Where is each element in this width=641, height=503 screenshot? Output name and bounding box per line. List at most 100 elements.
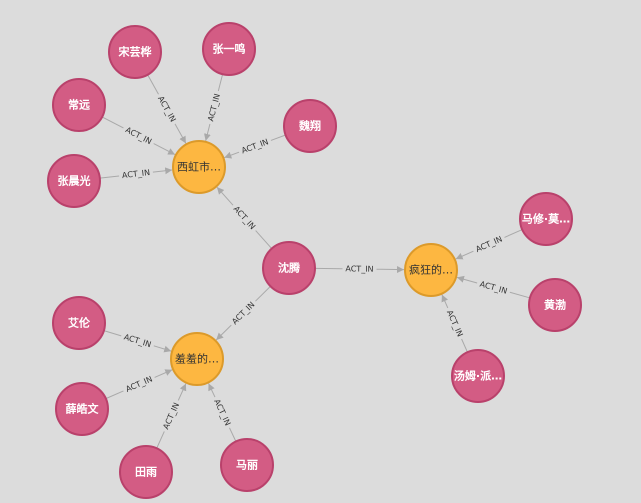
person-node-huangbo[interactable]: 黄渤 [528,278,582,332]
relationship-arrow [174,123,187,144]
relationship-label: ACT_IN [124,374,153,393]
node-circle [170,332,224,386]
node-circle [172,140,226,194]
node-circle [52,78,106,132]
relationship-arrow [154,369,173,378]
node-label: 常远 [68,98,90,112]
node-label: 田雨 [135,466,157,479]
relationship-shenteng-xiuxiu[interactable]: ACT_IN [215,285,271,341]
relationship-line [217,74,224,92]
node-label: 汤姆·派… [454,369,502,383]
node-label: 薛皓文 [66,402,100,416]
relationship-label: ACT_IN [230,300,256,326]
person-node-tangmu[interactable]: 汤姆·派… [451,349,505,403]
relationship-arrow [153,143,176,156]
relationship-label: ACT_IN [161,401,181,430]
person-node-changyuan[interactable]: 常远 [52,78,106,132]
relationship-label: ACT_IN [474,234,503,254]
movie-node-xihongshi[interactable]: 西虹市… [172,140,226,194]
node-circle [451,349,505,403]
relationship-zhangyiming-xihongshi[interactable]: ACT_IN [203,74,224,141]
node-circle [119,445,173,499]
relationship-label: ACT_IN [232,204,257,231]
person-node-maxiu[interactable]: 马修·莫… [519,192,573,246]
relationship-label: ACT_IN [240,137,270,155]
relationship-line [255,285,271,302]
relationship-arrow [215,324,232,341]
node-label: 马修·莫… [522,212,570,226]
relationship-line [255,230,273,249]
node-circle [220,438,274,492]
person-node-shenteng[interactable]: 沈腾 [262,241,316,295]
relationship-line [101,116,124,129]
relationship-label: ACT_IN [479,279,509,295]
relationship-label: ACT_IN [212,398,232,427]
relationship-line [99,175,120,179]
relationship-line [229,427,237,442]
person-node-tianyu[interactable]: 田雨 [119,445,173,499]
node-circle [108,25,162,79]
node-circle [55,382,109,436]
relationship-maxiu-fengkuang[interactable]: ACT_IN [455,229,523,260]
relationship-label: ACT_IN [445,309,465,338]
relationship-arrow [455,250,474,260]
person-node-songyunhua[interactable]: 宋芸桦 [108,25,162,79]
relationship-xuehaowen-xiuxiu[interactable]: ACT_IN [105,369,173,400]
relationship-zhangchenguang-xihongshi[interactable]: ACT_IN [99,167,173,180]
relationship-label: ACT_IN [123,332,153,349]
relationship-arrow [208,383,216,398]
node-circle [202,22,256,76]
node-circle [528,278,582,332]
person-node-zhangyiming[interactable]: 张一鸣 [202,22,256,76]
relationship-label: ACT_IN [206,93,222,123]
relationship-arrow [177,383,187,401]
relationship-label: ACT_IN [156,95,178,124]
node-label: 沈腾 [278,261,301,275]
person-node-zhangchenguang[interactable]: 张晨光 [47,154,101,208]
relationship-line [103,330,122,337]
relationship-line [509,291,531,299]
relationship-line [105,390,124,400]
movie-node-fengkuang[interactable]: 疯狂的… [404,243,458,297]
movie-node-xiuxiu[interactable]: 羞羞的… [170,332,224,386]
relationship-changyuan-xihongshi[interactable]: ACT_IN [101,116,176,156]
node-circle [52,296,106,350]
node-label: 魏翔 [298,119,321,133]
relationship-line [147,74,159,95]
relationship-line [461,338,468,353]
relationship-huangbo-fengkuang[interactable]: ACT_IN [456,275,531,299]
node-label: 张晨光 [58,174,91,188]
node-circle [404,243,458,297]
relationship-label: ACT_IN [345,264,373,273]
relationship-songyunhua-xihongshi[interactable]: ACT_IN [147,74,187,144]
node-label: 宋芸桦 [118,45,152,59]
person-node-ailun[interactable]: 艾伦 [52,296,106,350]
person-node-mali[interactable]: 马丽 [220,438,274,492]
node-label: 马丽 [236,459,258,472]
relationship-label: ACT_IN [122,168,151,180]
relationship-arrow [203,123,211,141]
node-label: 黄渤 [544,298,566,312]
node-label: 疯狂的… [409,263,453,277]
relationship-arrow [456,275,478,284]
node-circle [519,192,573,246]
node-circle [47,154,101,208]
node-label: 羞羞的… [175,352,219,366]
relationship-mali-xiuxiu[interactable]: ACT_IN [208,383,237,442]
person-node-weixiang[interactable]: 魏翔 [283,99,337,153]
relationship-ailun-xiuxiu[interactable]: ACT_IN [103,330,172,353]
relationship-line [504,229,523,238]
relationship-weixiang-xihongshi[interactable]: ACT_IN [224,134,286,159]
relationship-arrow [152,167,173,175]
relationship-shenteng-fengkuang[interactable]: ACT_IN [314,264,405,274]
relationship-arrow [216,186,234,206]
relationship-label: ACT_IN [124,125,153,146]
node-label: 张一鸣 [213,42,246,56]
person-node-xuehaowen[interactable]: 薛皓文 [55,382,109,436]
node-label: 艾伦 [68,316,91,330]
relationship-tianyu-xiuxiu[interactable]: ACT_IN [156,383,187,449]
relationship-shenteng-xihongshi[interactable]: ACT_IN [216,186,273,249]
relationship-tangmu-fengkuang[interactable]: ACT_IN [441,294,468,353]
